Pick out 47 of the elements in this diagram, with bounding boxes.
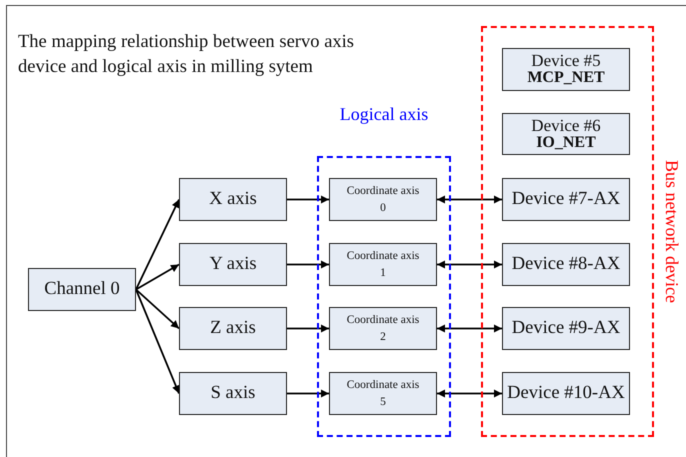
box-sublabel: MCP_NET — [527, 70, 605, 87]
arrow — [437, 196, 502, 204]
process-box — [502, 243, 630, 286]
arrow — [437, 390, 502, 398]
arrow — [135, 289, 180, 394]
process-box — [502, 372, 630, 415]
process-box — [502, 307, 630, 350]
process-box — [179, 178, 287, 221]
arrow — [135, 199, 180, 290]
box-label: Coordinate axis 2 — [346, 312, 420, 344]
diagram-title: The mapping relationship between servo axis device and logical axis in milling sytem — [18, 31, 354, 79]
box-label: Device #7-AX — [512, 190, 620, 210]
box-label: Coordinate axis 0 — [346, 184, 420, 216]
process-box — [329, 372, 437, 415]
box-label: Device #10-AX — [507, 384, 625, 404]
arrow — [437, 324, 502, 332]
group-heading: Logical axis — [338, 104, 430, 125]
arrow — [135, 288, 180, 330]
arrow — [287, 324, 329, 332]
box-label: Y axis — [209, 254, 257, 274]
process-box — [502, 113, 630, 155]
arrow — [287, 260, 329, 268]
arrow — [437, 260, 502, 268]
process-box — [329, 243, 437, 286]
box-label: Device #8-AX — [512, 254, 620, 274]
box-label: Channel 0 — [44, 280, 120, 300]
process-box — [179, 243, 287, 286]
process-box — [502, 48, 630, 91]
process-box — [28, 268, 136, 311]
box-label: X axis — [209, 190, 257, 210]
group-heading: Bus network device — [661, 160, 682, 303]
box-label: S axis — [210, 384, 256, 404]
process-box — [329, 178, 437, 221]
process-box — [329, 307, 437, 350]
arrow — [287, 390, 329, 398]
process-box — [179, 307, 287, 350]
process-box — [179, 372, 287, 415]
box-label: Device #9-AX — [512, 318, 620, 338]
box-label: Coordinate axis 1 — [346, 248, 420, 280]
arrow — [287, 196, 329, 204]
process-box — [502, 178, 630, 221]
box-sublabel: IO_NET — [536, 134, 596, 152]
box-label: Z axis — [210, 318, 256, 338]
arrow — [136, 264, 180, 290]
box-label: Device #6 — [531, 116, 601, 135]
box-label: Device #5 — [531, 52, 601, 70]
box-label: Coordinate axis 5 — [346, 378, 420, 410]
